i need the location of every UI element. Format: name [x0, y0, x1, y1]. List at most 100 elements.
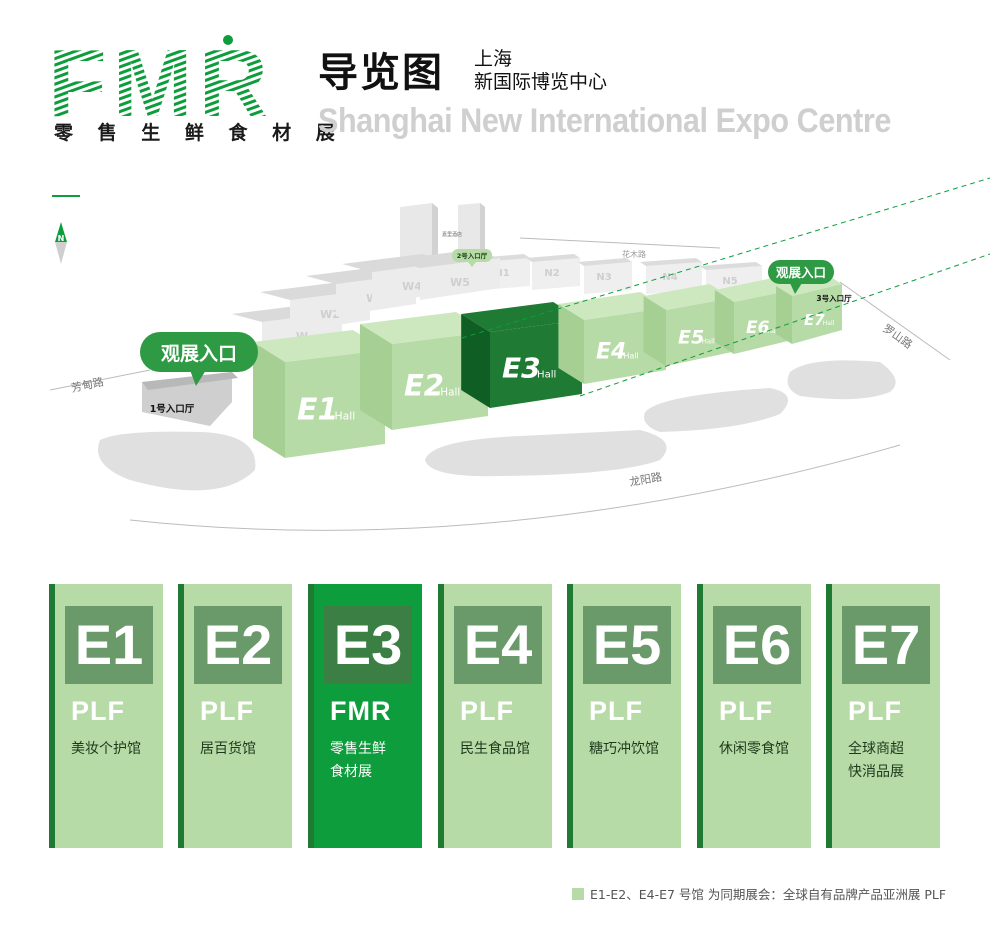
hall-e6-suffix: Hall: [767, 328, 779, 335]
hall-card-code: E6: [713, 606, 801, 684]
hall-n1-label: N1: [494, 268, 509, 279]
hall-card-description-line: 休闲零食馆: [719, 741, 789, 757]
venue-en: Shanghai New International Expo Centre: [318, 102, 891, 140]
east-halls: E1HallE2HallE3HallE4HallE5HallE6HallE7Ha…: [253, 274, 842, 458]
hall-e6-code: E6: [746, 318, 770, 338]
hall-card-tag: PLF: [71, 696, 125, 726]
hall-e2-suffix: Hall: [440, 387, 460, 399]
hall-card-tag: PLF: [460, 696, 514, 726]
hall-e4-suffix: Hall: [624, 351, 639, 360]
hall-e7-suffix: Hall: [823, 320, 835, 327]
hall-card-tag: PLF: [200, 696, 254, 726]
entrance-3-callout: 观展入口 3号入口厅: [768, 260, 852, 303]
hall-card-description-line: 糖巧冲饮馆: [589, 741, 659, 757]
hall-n4-label: N4: [662, 272, 677, 283]
hall-card-description-line: 零售生鲜: [330, 741, 386, 757]
road-label-east: 罗山路: [880, 322, 914, 352]
hall-n5-label: N5: [722, 276, 737, 287]
road-line-north: [519, 237, 721, 249]
hall-card-tag: PLF: [719, 696, 773, 726]
hall-card-code: E5: [583, 606, 671, 684]
apple-icon: [223, 35, 233, 45]
hall-card-description-line: 全球商超: [848, 741, 904, 757]
hall-card-description-line: 食材展: [330, 764, 372, 780]
plaza-south: [425, 430, 667, 477]
page-title: 导览图: [318, 50, 444, 96]
hall-w2-label: W2: [320, 308, 340, 321]
hall-card-description: 休闲零食馆: [719, 738, 807, 761]
road-line-east: [839, 281, 951, 361]
hall-card-description: 全球商超快消品展: [848, 738, 936, 784]
plaza-southeast: [644, 388, 788, 432]
entrance-2-marker: 2号入口厅: [452, 249, 492, 267]
road-line-west: [49, 369, 151, 391]
entrance-3-hall-label: 3号入口厅: [816, 294, 852, 303]
hall-n2-label: N2: [544, 268, 559, 279]
road-label-north: 花木路: [622, 249, 646, 259]
hall-card-description-line: 快消品展: [848, 764, 904, 780]
hall-e7-code: E7: [804, 311, 825, 329]
road-line-south: [129, 444, 901, 531]
fmr-logo: FMR: [48, 30, 274, 137]
entrance-1-label: 观展入口: [161, 343, 237, 365]
hall-card-code: E3: [324, 606, 412, 684]
logo-letters: FMR: [48, 30, 274, 137]
plaza-west: [98, 431, 256, 491]
hall-card-description: 民生食品馆: [460, 738, 548, 761]
hotel-towers: 嘉里酒店: [400, 203, 485, 266]
hall-card-tag: PLF: [848, 696, 902, 726]
hall-n3-label: N3: [596, 272, 611, 283]
view-lines: [461, 177, 990, 397]
hotel-label: 嘉里酒店: [442, 231, 462, 238]
hall-card-description-line: 美妆个护馆: [71, 741, 141, 757]
hall-card-description: 糖巧冲饮馆: [589, 738, 677, 761]
entrance-1-hall-label: 1号入口厅: [150, 404, 195, 415]
hall-e5-suffix: Hall: [702, 338, 715, 346]
hall-card-tag: FMR: [330, 696, 392, 726]
hall-card-description-line: 居百货馆: [200, 741, 256, 757]
brand-subtitle: 零 售 生 鲜 食 材 展: [54, 122, 344, 144]
hall-n2: N2: [526, 254, 580, 290]
venue-cn-line2: 新国际博览中心: [474, 71, 608, 93]
hall-e1-suffix: Hall: [335, 410, 356, 423]
hall-card-tag: PLF: [589, 696, 643, 726]
legend: E1-E2、E4-E7 号馆 为同期展会：全球自有品牌产品亚洲展 PLF: [572, 884, 946, 903]
plaza-east: [787, 360, 896, 400]
hall-card-code: E2: [194, 606, 282, 684]
hall-w5-label: W5: [450, 276, 470, 289]
hall-card-description: 零售生鲜食材展: [330, 738, 418, 784]
hall-card-description: 美妆个护馆: [71, 738, 159, 761]
hall-card-code: E7: [842, 606, 930, 684]
entrance-2-label: 2号入口厅: [457, 251, 488, 260]
compass-label: N: [58, 234, 65, 243]
hall-w4-label: W4: [402, 280, 422, 293]
hall-e2-code: E2: [404, 369, 444, 403]
hall-n3: N3: [578, 258, 632, 294]
hall-card-code: E4: [454, 606, 542, 684]
hall-card-code: E1: [65, 606, 153, 684]
hall-card-description: 居百货馆: [200, 738, 288, 761]
road-label-west: 芳甸路: [70, 374, 105, 395]
road-label-south: 龙阳路: [628, 470, 663, 489]
legend-text: E1-E2、E4-E7 号馆 为同期展会：全球自有品牌产品亚洲展 PLF: [590, 887, 947, 902]
entrance-1-callout: 观展入口 1号入口厅: [140, 332, 258, 415]
hall-e3-suffix: Hall: [537, 370, 556, 381]
hall-card-description-line: 民生食品馆: [460, 741, 530, 757]
entrance-3-label: 观展入口: [776, 265, 826, 280]
compass-icon: N: [55, 222, 67, 264]
hall-e5-code: E5: [678, 327, 704, 349]
hall-e1-code: E1: [297, 393, 338, 428]
hall-e4-code: E4: [596, 339, 626, 364]
hall-e3-code: E3: [502, 352, 541, 385]
legend-swatch: [572, 887, 584, 900]
venue-cn-line1: 上海: [474, 48, 513, 70]
